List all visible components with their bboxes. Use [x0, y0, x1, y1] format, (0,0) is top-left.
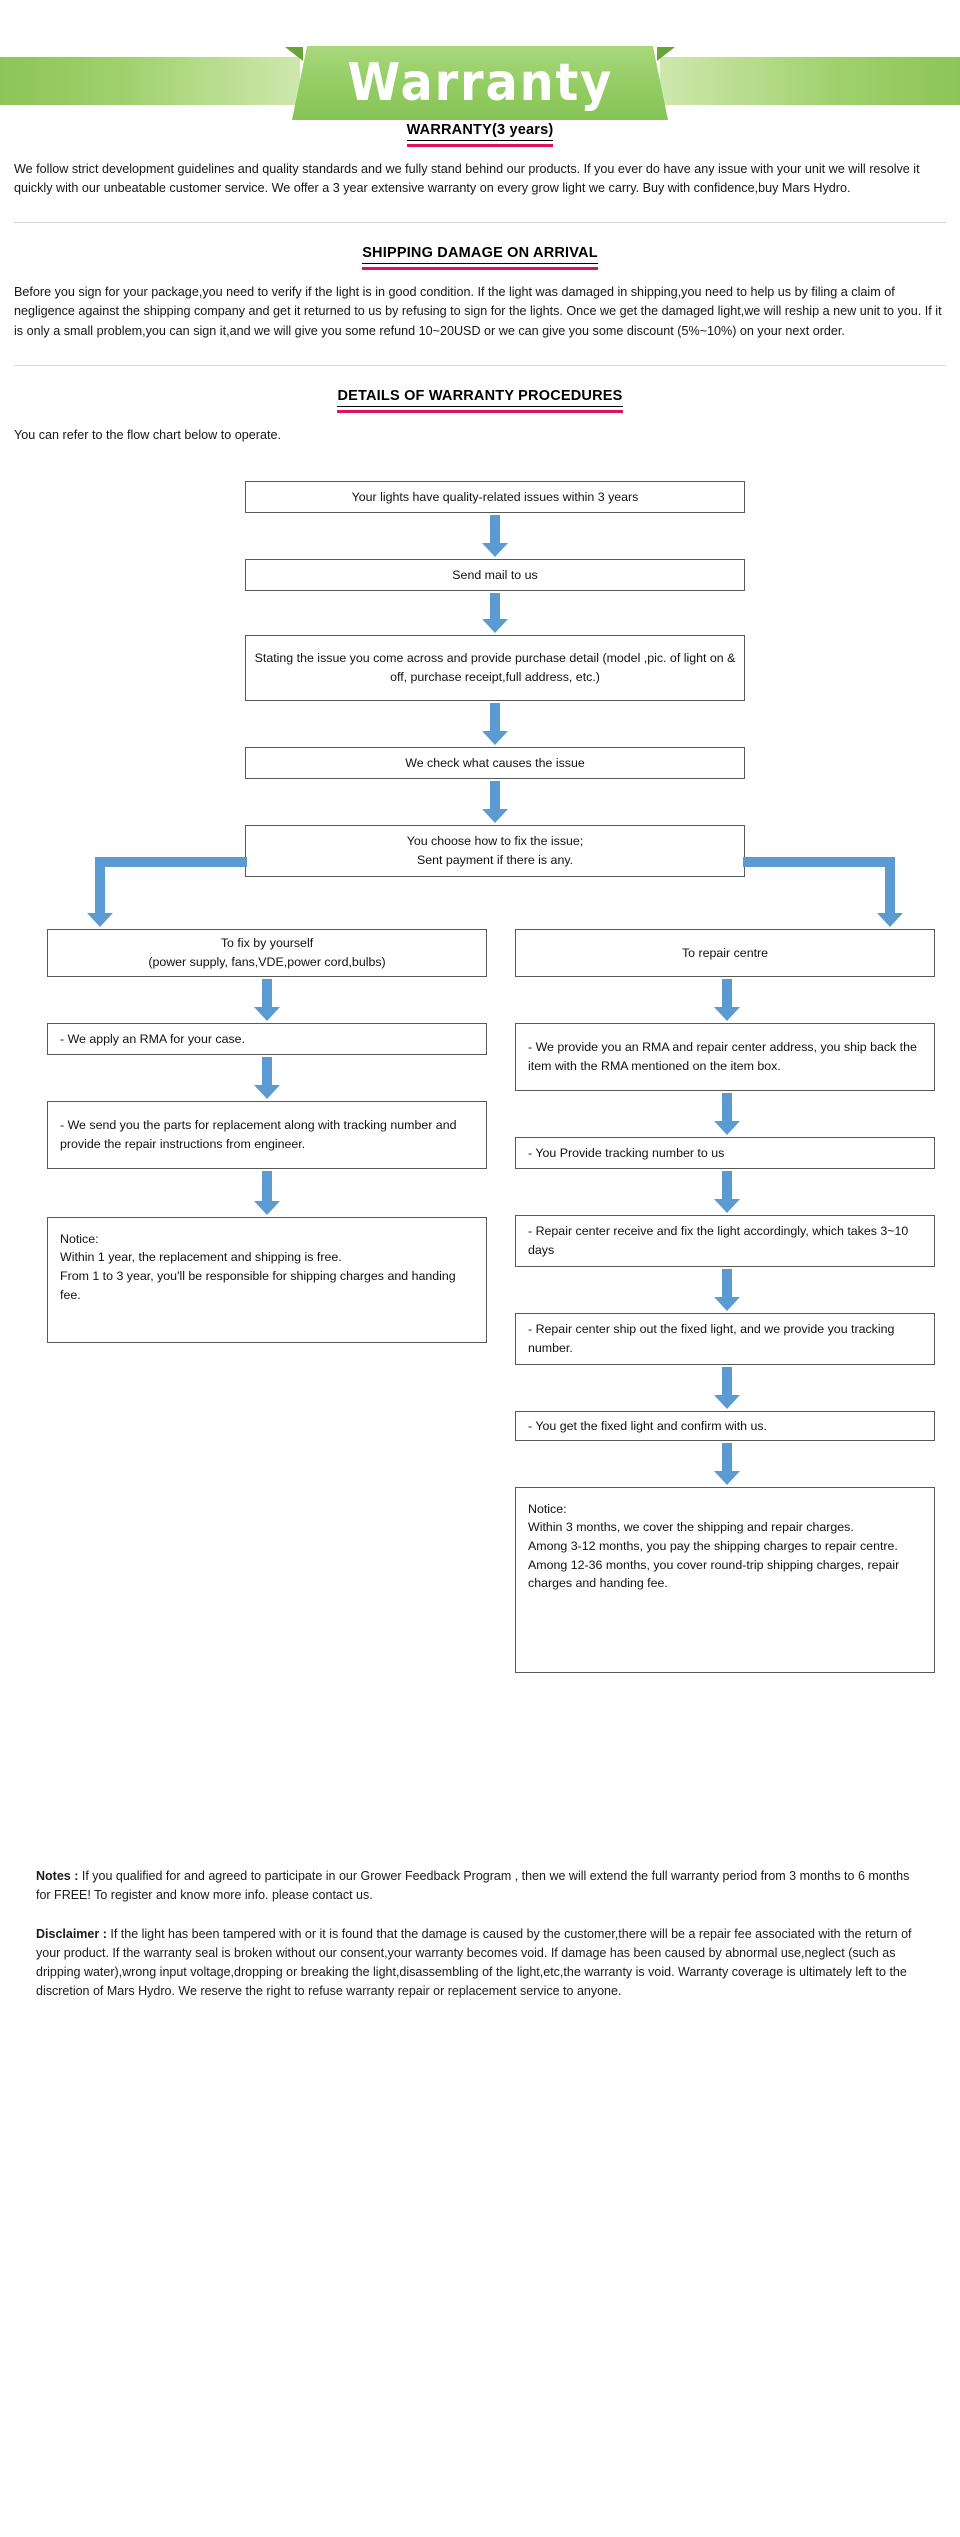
- disclaimer-paragraph: Disclaimer : If the light has been tampe…: [36, 1925, 924, 2001]
- flow-box-main-4: We check what causes the issue: [245, 746, 745, 779]
- flow-branch-right-horizontal: [743, 856, 895, 867]
- flow-box-right-6-label: - You get the fixed light and confirm wi…: [528, 1418, 768, 1433]
- flow-box-main-2-label: Send mail to us: [452, 567, 538, 582]
- ribbon-fold-left-icon: [285, 47, 303, 61]
- flow-box-main-3-label: Stating the issue you come across and pr…: [254, 651, 736, 684]
- warranty-banner: Warranty: [0, 22, 960, 122]
- flow-box-main-1: Your lights have quality-related issues …: [245, 480, 745, 513]
- disclaimer-text: If the light has been tampered with or i…: [36, 1926, 912, 1998]
- section-heading-warranty-label: WARRANTY(3 years): [406, 122, 554, 141]
- flow-box-left-1: To fix by yourself (power supply, fans,V…: [47, 928, 487, 977]
- notes-text: If you qualified for and agreed to parti…: [36, 1868, 910, 1902]
- flow-arrow-left-3: [254, 1170, 280, 1215]
- section-warranty-procedures: DETAILS OF WARRANTY PROCEDURES You can r…: [14, 388, 946, 445]
- flow-box-right-7-notice: Notice: Within 3 months, we cover the sh…: [515, 1486, 935, 1673]
- flow-box-right-2: - We provide you an RMA and repair cente…: [515, 1022, 935, 1091]
- ribbon-fold-right-icon: [657, 47, 675, 61]
- flow-arrow-main-2: [482, 592, 508, 633]
- flow-box-main-3: Stating the issue you come across and pr…: [245, 634, 745, 701]
- flow-arrow-right-branch: [877, 890, 903, 927]
- flow-box-left-4-notice-label: Notice: Within 1 year, the replacement a…: [60, 1231, 456, 1302]
- flow-box-left-4-notice: Notice: Within 1 year, the replacement a…: [47, 1216, 487, 1343]
- ribbon-tail-right: [660, 57, 960, 105]
- section-shipping-damage: SHIPPING DAMAGE ON ARRIVAL Before you si…: [14, 245, 946, 340]
- flow-arrow-right-5: [714, 1366, 740, 1409]
- flow-box-main-5-label: You choose how to fix the issue; Sent pa…: [406, 834, 584, 867]
- flow-arrow-main-4: [482, 780, 508, 823]
- flow-arrow-main-1: [482, 514, 508, 557]
- flow-box-main-5: You choose how to fix the issue; Sent pa…: [245, 824, 745, 877]
- flow-arrow-main-3: [482, 702, 508, 745]
- section-heading-procedures-label: DETAILS OF WARRANTY PROCEDURES: [337, 388, 623, 407]
- flow-box-right-3-label: - You Provide tracking number to us: [528, 1145, 725, 1160]
- flow-box-right-6: - You get the fixed light and confirm wi…: [515, 1410, 935, 1441]
- flow-branch-right-vertical: [885, 856, 895, 907]
- divider-2: [14, 364, 946, 366]
- flow-box-main-1-label: Your lights have quality-related issues …: [351, 489, 639, 504]
- section-heading-procedures: DETAILS OF WARRANTY PROCEDURES: [337, 388, 623, 413]
- flow-arrow-left-2: [254, 1056, 280, 1099]
- section-heading-shipping-label: SHIPPING DAMAGE ON ARRIVAL: [362, 245, 598, 265]
- disclaimer-label: Disclaimer :: [36, 1926, 107, 1941]
- flow-arrow-right-2: [714, 1092, 740, 1135]
- ribbon-tail-left: [0, 57, 300, 105]
- banner-title: Warranty: [347, 53, 613, 113]
- flow-arrow-right-3: [714, 1170, 740, 1213]
- flow-box-main-4-label: We check what causes the issue: [405, 755, 585, 770]
- flow-box-main-2: Send mail to us: [245, 558, 745, 591]
- flow-box-right-5: - Repair center ship out the fixed light…: [515, 1312, 935, 1365]
- section-procedures-paragraph: You can refer to the flow chart below to…: [14, 427, 281, 442]
- flow-box-right-4-label: - Repair center receive and fix the ligh…: [528, 1224, 909, 1257]
- flow-arrow-left-branch: [87, 890, 113, 927]
- notes-label: Notes :: [36, 1868, 79, 1883]
- section-heading-shipping: SHIPPING DAMAGE ON ARRIVAL: [362, 245, 598, 271]
- flow-box-left-2: - We apply an RMA for your case.: [47, 1022, 487, 1055]
- section-shipping-paragraph: Before you sign for your package,you nee…: [14, 285, 942, 338]
- flow-arrow-right-6: [714, 1442, 740, 1485]
- section-warranty: WARRANTY(3 years) We follow strict devel…: [14, 122, 946, 198]
- flow-box-right-7-notice-label: Notice: Within 3 months, we cover the sh…: [528, 1501, 900, 1591]
- flow-box-left-2-label: - We apply an RMA for your case.: [60, 1031, 246, 1046]
- flow-box-right-4: - Repair center receive and fix the ligh…: [515, 1214, 935, 1267]
- notes-paragraph: Notes : If you qualified for and agreed …: [36, 1867, 924, 1905]
- section-warranty-paragraph: We follow strict development guidelines …: [14, 162, 920, 196]
- divider-1: [14, 222, 946, 224]
- flow-box-right-3: - You Provide tracking number to us: [515, 1136, 935, 1169]
- section-heading-warranty: WARRANTY(3 years): [406, 122, 554, 147]
- flow-arrow-right-1: [714, 978, 740, 1021]
- flow-box-right-2-label: - We provide you an RMA and repair cente…: [528, 1040, 917, 1073]
- flow-box-right-5-label: - Repair center ship out the fixed light…: [528, 1322, 895, 1355]
- flow-box-right-1-label: To repair centre: [681, 945, 769, 960]
- flow-box-left-1-label: To fix by yourself (power supply, fans,V…: [148, 936, 386, 969]
- flow-box-left-3: - We send you the parts for replacement …: [47, 1100, 487, 1169]
- flow-box-left-3-label: - We send you the parts for replacement …: [60, 1118, 457, 1151]
- flow-branch-left-horizontal: [95, 856, 247, 867]
- flow-box-right-1: To repair centre: [515, 928, 935, 977]
- warranty-flow-chart: Your lights have quality-related issues …: [14, 471, 946, 1851]
- flow-branch-left-vertical: [95, 856, 105, 907]
- footer-notes: Notes : If you qualified for and agreed …: [14, 1867, 946, 2001]
- flow-arrow-right-4: [714, 1268, 740, 1311]
- flow-arrow-left-1: [254, 978, 280, 1021]
- ribbon-center: Warranty: [292, 46, 668, 120]
